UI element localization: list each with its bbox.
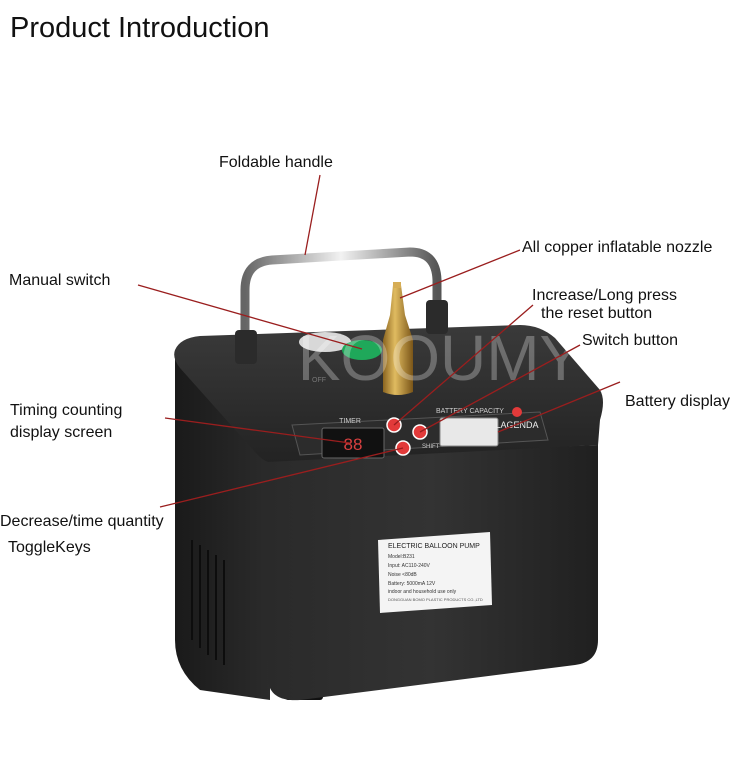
label-decrease-line1: Decrease/time quantity (0, 513, 164, 530)
side-vents (191, 540, 225, 665)
manual-switch-green-button (342, 340, 382, 360)
handle-mount-right (426, 300, 448, 334)
handle-mount-left (235, 330, 257, 364)
battery-screen (439, 417, 499, 447)
svg-text:indoor and household use only: indoor and household use only (388, 589, 457, 595)
copper-nozzle (383, 285, 413, 395)
pointer-timing (164, 417, 351, 444)
svg-text:DONGGUAN BOMO PLASTIC PRODUCTS: DONGGUAN BOMO PLASTIC PRODUCTS CO.,LTD (388, 597, 483, 602)
label-increase-line2: the reset button (541, 305, 653, 322)
timer-digits: 88 (344, 435, 363, 454)
pointer-battery (497, 381, 621, 433)
svg-text:Input: AC110-240V: Input: AC110-240V (388, 563, 431, 569)
svg-text:Model:B231: Model:B231 (388, 554, 415, 560)
shift-panel-label: SHIFT (422, 444, 440, 450)
svg-text:Noise <80dB: Noise <80dB (388, 572, 417, 578)
label-manual-switch: Manual switch (9, 272, 111, 289)
label-battery-display: Battery display (625, 393, 730, 410)
off-label: OFF (312, 377, 326, 384)
pointer-increase (393, 304, 534, 426)
svg-text:ELECTRIC BALLOON PUMP: ELECTRIC BALLOON PUMP (388, 543, 480, 550)
label-switch-button: Switch button (582, 332, 679, 349)
pointer-decrease (159, 447, 404, 508)
brand-logo-icon (512, 407, 522, 417)
pointer-handle (304, 174, 321, 256)
manual-switch-sticker (299, 332, 351, 352)
pointer-nozzle (399, 249, 521, 299)
svg-text:Battery: 5000mA 12V: Battery: 5000mA 12V (388, 581, 436, 587)
pointer-switch (419, 344, 581, 433)
label-decrease-line2: ToggleKeys (8, 539, 91, 556)
label-increase-line1: Increase/Long press (532, 287, 677, 304)
spec-sticker: ELECTRIC BALLOON PUMP Model:B231 Input: … (378, 532, 492, 613)
foldable-handle (240, 247, 442, 355)
watermark: KOOUMY (298, 322, 582, 394)
timer-panel-label: TIMER (339, 418, 361, 425)
label-timing-line2: display screen (10, 424, 113, 441)
pointer-manual (137, 284, 363, 350)
page-title: Product Introduction (10, 12, 270, 44)
nozzle-tip (393, 282, 401, 288)
label-copper-nozzle: All copper inflatable nozzle (522, 239, 713, 256)
brand-label: LAGENDA (495, 420, 538, 430)
label-foldable-handle: Foldable handle (219, 154, 333, 171)
battery-panel-label: BATTERY CAPACITY (436, 408, 504, 415)
timer-screen (321, 427, 385, 459)
pointer-lines (137, 174, 621, 508)
label-timing-line1: Timing counting (10, 402, 123, 419)
